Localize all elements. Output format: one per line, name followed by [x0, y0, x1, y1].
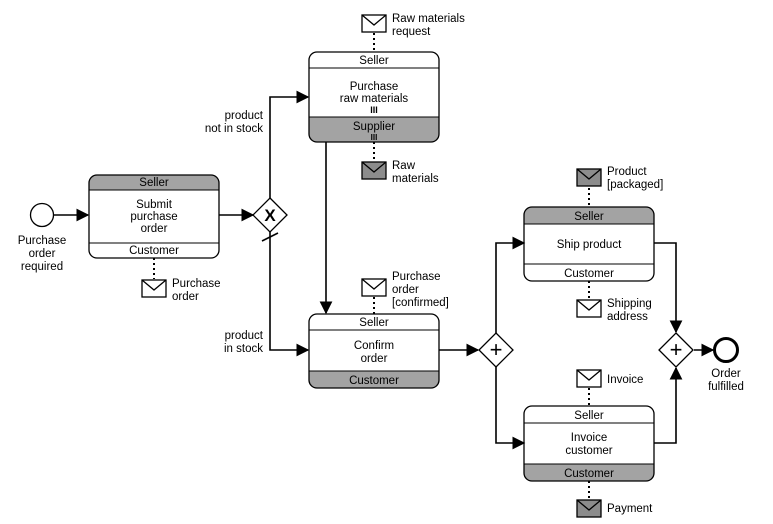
flow-invoice-to-join[interactable] — [654, 366, 683, 444]
flow-label-in-stock: product in stock — [224, 330, 264, 355]
task-confirm-order[interactable]: Seller Confirm order Customer — [308, 313, 440, 389]
task-invoice-customer[interactable]: Seller Invoice customer Customer — [523, 405, 655, 482]
message-label: address — [607, 311, 648, 323]
message-payment[interactable]: Payment — [576, 499, 653, 518]
parallel-gateway-symbol: + — [670, 337, 683, 362]
message-label: Purchase — [392, 271, 441, 283]
message-label: Invoice — [607, 374, 643, 386]
participant-label: Supplier — [353, 121, 395, 133]
multi-instance-marker-icon: III — [370, 105, 378, 115]
message-label: request — [392, 26, 431, 38]
message-label: Product — [607, 166, 647, 178]
exclusive-gateway-symbol: X — [264, 206, 276, 225]
flow-and-to-ship[interactable] — [495, 236, 526, 333]
participant-label: Seller — [574, 410, 604, 422]
envelope-filled-icon — [576, 499, 602, 518]
flow-and-to-invoice[interactable] — [495, 367, 526, 450]
svg-text:required: required — [21, 261, 63, 273]
parallel-gateway-symbol: + — [490, 337, 503, 362]
flow-xor-to-purchase-raw[interactable] — [269, 90, 310, 198]
end-event-circle[interactable] — [713, 337, 739, 363]
message-label: Payment — [607, 503, 653, 515]
envelope-icon — [576, 369, 602, 388]
message-purchase-order[interactable]: Purchase order — [141, 278, 221, 303]
participant-label: Seller — [139, 177, 169, 189]
message-label: Purchase — [172, 278, 221, 290]
participant-band-top — [524, 207, 654, 224]
start-event-circle[interactable] — [29, 202, 55, 228]
flow-label-not-in-stock: product not in stock — [205, 110, 264, 135]
envelope-filled-icon — [361, 161, 387, 180]
task-name-line: Invoice — [571, 432, 607, 444]
task-ship-product[interactable]: Seller Ship product Customer — [523, 206, 655, 282]
task-name-line: raw materials — [340, 93, 409, 105]
sequence-flows — [54, 90, 715, 450]
participant-label: Seller — [574, 211, 604, 223]
svg-text:Order: Order — [711, 368, 741, 380]
svg-text:product: product — [225, 110, 264, 122]
task-name-line: Ship product — [557, 239, 622, 251]
participant-band-top — [89, 175, 219, 190]
task-purchase-raw-materials[interactable]: Seller Purchase raw materials III Suppli… — [308, 51, 440, 143]
participant-label: Customer — [129, 245, 179, 257]
task-name-line: customer — [565, 445, 612, 457]
message-shipping-address[interactable]: Shipping address — [576, 298, 652, 323]
parallel-gateway-join[interactable]: + — [658, 332, 694, 368]
task-name-line: purchase — [130, 211, 177, 223]
svg-text:Purchase: Purchase — [18, 235, 67, 247]
svg-text:in stock: in stock — [224, 343, 263, 355]
message-purchase-order-confirmed[interactable]: Purchase order [confirmed] — [361, 271, 449, 309]
envelope-icon — [361, 278, 387, 297]
participant-band-bottom — [524, 464, 654, 481]
end-event[interactable]: Order fulfilled — [708, 337, 744, 394]
task-name-line: Submit — [136, 199, 173, 211]
envelope-filled-icon — [576, 168, 602, 187]
exclusive-gateway[interactable]: X — [252, 197, 288, 233]
message-label: Raw — [392, 160, 416, 172]
message-product-packaged[interactable]: Product [packaged] — [576, 166, 663, 191]
task-name-line: Confirm — [354, 340, 394, 352]
start-event-label: Purchase order required — [18, 235, 67, 273]
svg-text:order: order — [29, 248, 56, 260]
participant-label: Customer — [349, 375, 399, 387]
task-name-line: Purchase — [350, 81, 399, 93]
task-name-line: order — [361, 353, 388, 365]
envelope-icon — [361, 14, 387, 33]
message-label: order — [172, 291, 199, 303]
message-raw-materials-request[interactable]: Raw materials request — [361, 13, 465, 38]
participant-label: Seller — [359, 55, 389, 67]
default-flow-marker — [261, 232, 279, 242]
participant-label: Customer — [564, 268, 614, 280]
message-label: order — [392, 284, 419, 296]
svg-text:not in stock: not in stock — [205, 123, 263, 135]
message-label: Shipping — [607, 298, 652, 310]
message-invoice[interactable]: Invoice — [576, 369, 643, 388]
participant-band-bottom — [309, 117, 439, 142]
parallel-gateway-split[interactable]: + — [478, 332, 514, 368]
task-name-line: order — [141, 223, 168, 235]
task-submit-purchase-order[interactable]: Seller Submit purchase order Customer — [88, 174, 220, 259]
participant-label: Customer — [564, 468, 614, 480]
multi-instance-marker-icon: III — [371, 133, 378, 142]
flow-ship-to-join[interactable] — [654, 242, 683, 334]
message-label: [packaged] — [607, 179, 663, 191]
svg-text:product: product — [225, 330, 264, 342]
message-raw-materials[interactable]: Raw materials — [361, 160, 439, 185]
envelope-icon — [141, 279, 167, 298]
svg-text:fulfilled: fulfilled — [708, 381, 744, 393]
flow-xor-to-confirm[interactable] — [269, 232, 310, 357]
message-label: materials — [392, 173, 439, 185]
participant-label: Seller — [359, 317, 389, 329]
start-event[interactable]: Purchase order required — [18, 202, 67, 274]
message-associations — [153, 33, 590, 499]
participant-band-bottom — [309, 371, 439, 388]
message-label: Raw materials — [392, 13, 465, 25]
message-label: [confirmed] — [392, 297, 449, 309]
end-event-label: Order fulfilled — [708, 368, 744, 393]
envelope-icon — [576, 299, 602, 318]
